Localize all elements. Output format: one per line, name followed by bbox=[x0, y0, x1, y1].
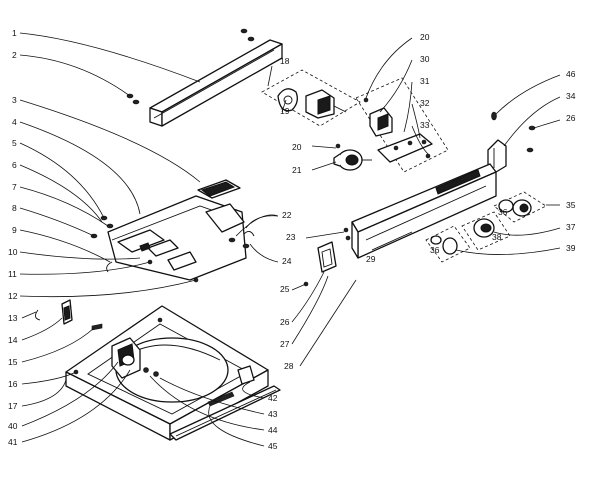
label-31: 31 bbox=[420, 76, 430, 86]
label-4: 4 bbox=[12, 117, 17, 127]
part-labels: 1 2 3 4 5 6 7 8 9 10 11 12 13 14 15 16 1… bbox=[8, 28, 576, 451]
label-7: 7 bbox=[12, 182, 17, 192]
label-18: 18 bbox=[280, 56, 290, 66]
label-3: 3 bbox=[12, 95, 17, 105]
part-13-15-hinge bbox=[35, 299, 103, 331]
part-4-top-cover bbox=[90, 179, 247, 283]
label-26b: 26 bbox=[280, 317, 290, 327]
label-16: 16 bbox=[8, 379, 18, 389]
label-13: 13 bbox=[8, 313, 18, 323]
label-27: 27 bbox=[280, 339, 290, 349]
label-46: 46 bbox=[566, 69, 576, 79]
label-15: 15 bbox=[8, 357, 18, 367]
label-22: 22 bbox=[282, 210, 292, 220]
label-17: 17 bbox=[8, 401, 18, 411]
part-18-19-group bbox=[261, 69, 361, 127]
label-32: 32 bbox=[420, 98, 430, 108]
label-38: 38 bbox=[492, 232, 502, 242]
part-45-front-trim bbox=[169, 385, 281, 441]
label-25: 25 bbox=[280, 284, 290, 294]
part-34-bracket bbox=[487, 111, 536, 173]
label-23: 23 bbox=[286, 232, 296, 242]
label-6: 6 bbox=[12, 160, 17, 170]
label-28: 28 bbox=[284, 361, 294, 371]
label-44: 44 bbox=[268, 425, 278, 435]
leader-lines bbox=[19, 32, 561, 447]
label-33: 33 bbox=[420, 120, 430, 130]
label-43: 43 bbox=[268, 409, 278, 419]
label-34: 34 bbox=[566, 91, 576, 101]
part-35-37-knobs bbox=[425, 191, 547, 263]
label-21: 21 bbox=[292, 165, 302, 175]
label-36b: 36 bbox=[430, 245, 440, 255]
part-28-control-panel bbox=[351, 163, 497, 259]
label-42: 42 bbox=[268, 393, 278, 403]
label-20b: 20 bbox=[292, 142, 302, 152]
label-12: 12 bbox=[8, 291, 18, 301]
label-5: 5 bbox=[12, 138, 17, 148]
part-1-trim-bar bbox=[149, 28, 283, 127]
label-9: 9 bbox=[12, 225, 17, 235]
label-11: 11 bbox=[8, 269, 17, 279]
part-2-screws bbox=[126, 93, 140, 105]
label-26a: 26 bbox=[566, 113, 576, 123]
label-8: 8 bbox=[12, 203, 17, 213]
label-35: 35 bbox=[566, 200, 576, 210]
label-14: 14 bbox=[8, 335, 18, 345]
label-30: 30 bbox=[420, 54, 430, 64]
label-24: 24 bbox=[282, 256, 292, 266]
part-40-44-fittings bbox=[111, 337, 255, 385]
part-27-bracket bbox=[317, 241, 337, 273]
part-30-33-switch-group bbox=[355, 77, 449, 173]
label-39: 39 bbox=[566, 243, 576, 253]
label-10: 10 bbox=[8, 247, 18, 257]
label-36a: 36 bbox=[498, 207, 508, 217]
part-21-timer bbox=[333, 143, 372, 171]
label-40: 40 bbox=[8, 421, 18, 431]
label-2: 2 bbox=[12, 50, 17, 60]
label-41: 41 bbox=[8, 437, 18, 447]
part-22-25-fasteners bbox=[228, 227, 351, 287]
label-20a: 20 bbox=[420, 32, 430, 42]
label-19: 19 bbox=[280, 106, 290, 116]
label-45: 45 bbox=[268, 441, 278, 451]
label-29: 29 bbox=[366, 254, 376, 264]
label-37: 37 bbox=[566, 222, 576, 232]
label-1: 1 bbox=[12, 28, 17, 38]
